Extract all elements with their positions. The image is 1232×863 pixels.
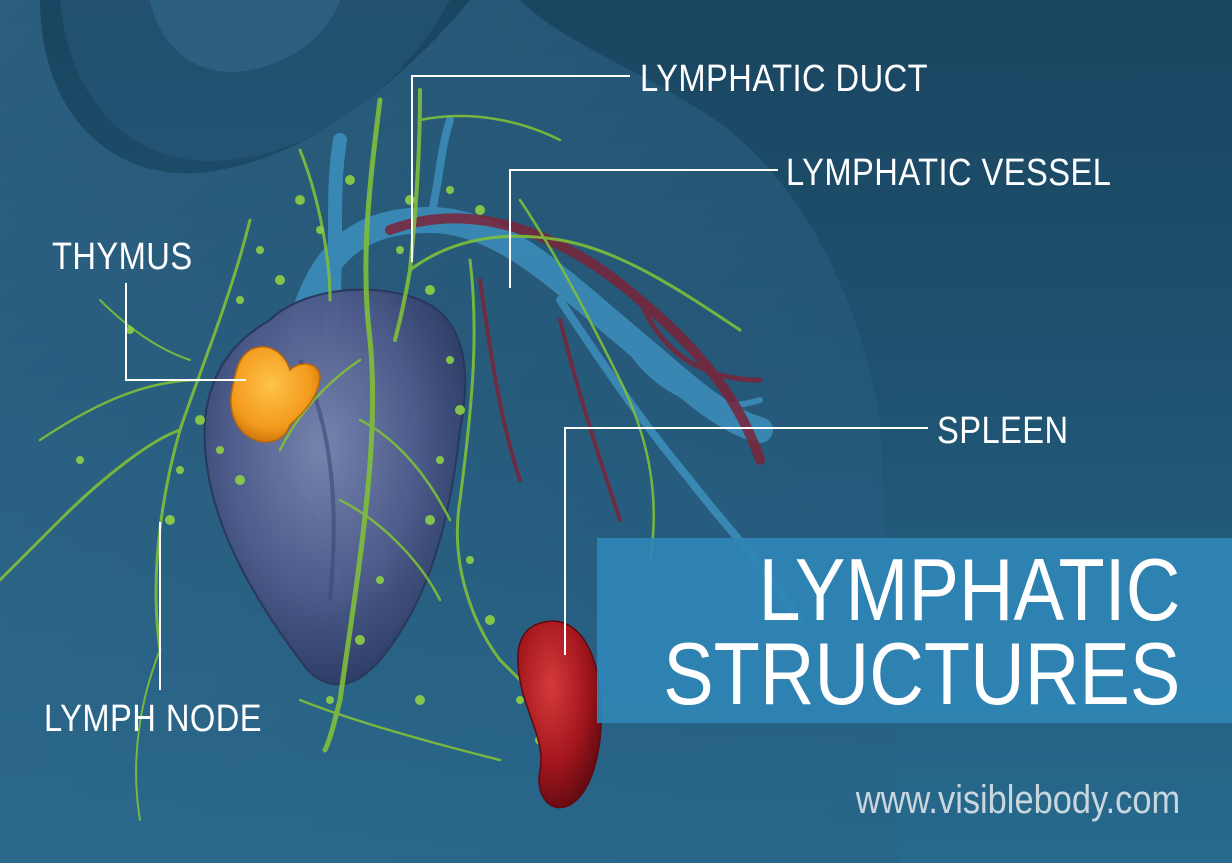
spleen: [517, 620, 602, 809]
label-thymus: THYMUS: [52, 236, 193, 278]
website-watermark: www.visiblebody.com: [855, 778, 1180, 822]
thymus: [230, 346, 321, 443]
label-lymphatic-duct: LYMPHATIC DUCT: [640, 58, 929, 100]
leader-line-lymphatic-vessel: [509, 169, 778, 288]
label-lymph-node: LYMPH NODE: [44, 698, 262, 740]
neck-shading: [60, 0, 450, 162]
diagram-title: LYMPHATIC STRUCTURES: [662, 540, 1180, 723]
title-line-1: LYMPHATIC: [758, 540, 1180, 639]
title-line-2: STRUCTURES: [662, 624, 1180, 723]
arteries: [385, 213, 765, 522]
leader-line-spleen: [564, 427, 928, 655]
leader-lines: [125, 75, 928, 690]
leader-line-thymus: [125, 283, 246, 381]
leader-line-lymphatic-duct: [411, 75, 630, 262]
chin-shading: [150, 0, 340, 72]
title-band: [597, 538, 1232, 723]
label-spleen: SPLEEN: [937, 410, 1069, 452]
label-lymphatic-vessel: LYMPHATIC VESSEL: [786, 152, 1112, 194]
lymph-nodes: [76, 175, 545, 745]
